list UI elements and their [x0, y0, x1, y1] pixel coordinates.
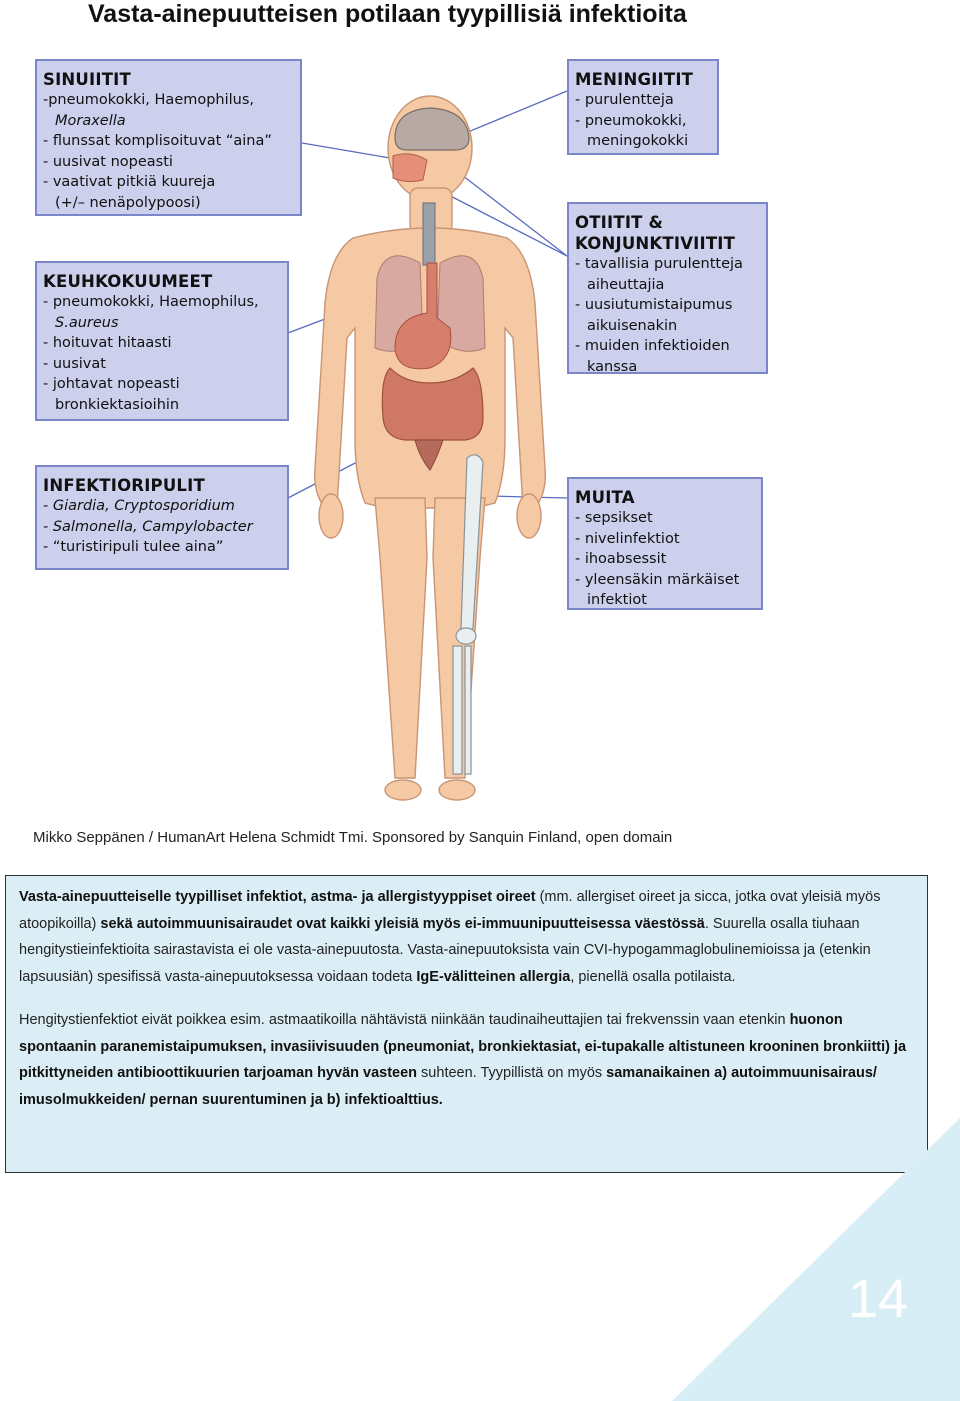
body-text: Hengitystienfektiot eivät poikkea esim. … — [19, 1012, 790, 1028]
box-line: - pneumokokki, — [575, 112, 687, 129]
anatomy-figure: SINUIITIT -pneumokokki, Haemophilus, Mor… — [35, 38, 768, 806]
info-box-infektioripulit: INFEKTIORIPULIT - Giardia, Cryptosporidi… — [35, 465, 289, 570]
box-line: - uusivat nopeasti — [43, 153, 173, 170]
rectum — [414, 439, 444, 471]
bold-text: IgE-välitteinen allergia — [416, 968, 571, 985]
box-line: - uusiutumistaipumus — [575, 297, 733, 313]
box-line: - “turistiripuli tulee aina” — [43, 539, 224, 555]
box-line: - pneumokokki, Haemophilus, — [43, 294, 259, 310]
box-title: KONJUNKTIVIITIT — [575, 234, 736, 253]
box-line: bronkiektasioihin — [55, 396, 180, 413]
info-box-keuhkokuumeet: KEUHKOKUUMEET - pneumokokki, Haemophilus… — [35, 261, 289, 421]
box-line: - yleensäkin märkäiset — [575, 571, 740, 588]
box-line: - tavallisia purulentteja — [575, 256, 743, 272]
bold-text: samanaikainen a) autoimmuunisairaus/ imu… — [19, 1065, 877, 1108]
box-title: MUITA — [575, 488, 635, 507]
box-title: SINUIITIT — [43, 70, 131, 89]
box-line: - nivelinfektiot — [575, 530, 680, 547]
bold-text: sekä autoimmuunisairaudet ovat kaikki yl… — [100, 915, 705, 932]
box-line: S.aureus — [55, 314, 119, 331]
box-line: aikuisenakin — [587, 317, 678, 334]
box-line: - sepsikset — [575, 510, 653, 526]
box-line: meningokokki — [587, 133, 689, 149]
body-text: suhteen. Tyypillistä on myös — [417, 1065, 607, 1081]
leg-skeleton — [452, 454, 484, 775]
box-line: - flunssat komplisoituvat “aina” — [43, 133, 272, 149]
body-text: . Suurella osalla tiuhaan hengitystieinf… — [19, 915, 871, 985]
box-line: Moraxella — [55, 112, 126, 129]
box-line: infektiot — [587, 592, 647, 608]
box-line: - muiden infektioiden — [575, 338, 730, 354]
page-title: Vasta-ainepuutteisen potilaan tyypillisi… — [88, 0, 687, 28]
human-body-illustration — [287, 90, 568, 801]
box-line: - uusivat — [43, 355, 106, 372]
box-line: - ihoabsessit — [575, 551, 667, 567]
box-line: - vaativat pitkiä kuureja — [43, 174, 216, 190]
box-line: - johtavat nopeasti — [43, 376, 180, 392]
box-title: MENINGIITIT — [575, 70, 694, 89]
info-box-sinuiitit: SINUIITIT -pneumokokki, Haemophilus, Mor… — [35, 59, 302, 216]
box-line: - purulentteja — [575, 92, 674, 108]
body-text: , pienellä osalla potilaista. — [570, 968, 736, 985]
body-text: (mm. allergiset oireet ja sicca, jotka o… — [19, 889, 881, 932]
box-title: KEUHKOKUUMEET — [43, 272, 213, 291]
text-panel: Vasta-ainepuutteiselle tyypilliset infek… — [5, 875, 928, 1173]
box-line: - Giardia, Cryptosporidium — [43, 498, 235, 514]
box-title: OTIITIT & — [575, 213, 664, 232]
info-box-otiitit: OTIITIT & KONJUNKTIVIITIT - tavallisia p… — [567, 202, 768, 375]
brain — [394, 107, 470, 151]
info-box-meningiitit: MENINGIITIT - purulentteja - pneumokokki… — [567, 59, 719, 155]
box-line: - Salmonella, Campylobacter — [43, 518, 253, 535]
box-title: INFEKTIORIPULIT — [43, 476, 205, 495]
trachea — [422, 202, 436, 266]
image-credit: Mikko Seppänen / HumanArt Helena Schmidt… — [33, 829, 673, 846]
stomach — [394, 262, 452, 370]
page-number: 14 — [848, 1269, 909, 1329]
box-line: kanssa — [587, 358, 638, 375]
bold-text: huonon spontaanin paranemistaipumuksen, … — [19, 1012, 907, 1081]
box-line: (+/– nenäpolypoosi) — [55, 194, 201, 211]
bold-text: Vasta-ainepuutteiselle tyypilliset infek… — [19, 889, 536, 905]
paragraph-2: Hengitystienfektiot eivät poikkea esim. … — [19, 1007, 915, 1113]
paragraph-1: Vasta-ainepuutteiselle tyypilliset infek… — [19, 884, 915, 990]
info-box-muita: MUITA - sepsikset - nivelinfektiot - iho… — [567, 477, 763, 610]
box-line: - hoituvat hitaasti — [43, 335, 172, 351]
box-line: aiheuttajia — [587, 276, 665, 293]
intestines — [381, 367, 484, 441]
box-line: -pneumokokki, Haemophilus, — [43, 92, 255, 108]
nasal-cavity — [392, 153, 428, 183]
